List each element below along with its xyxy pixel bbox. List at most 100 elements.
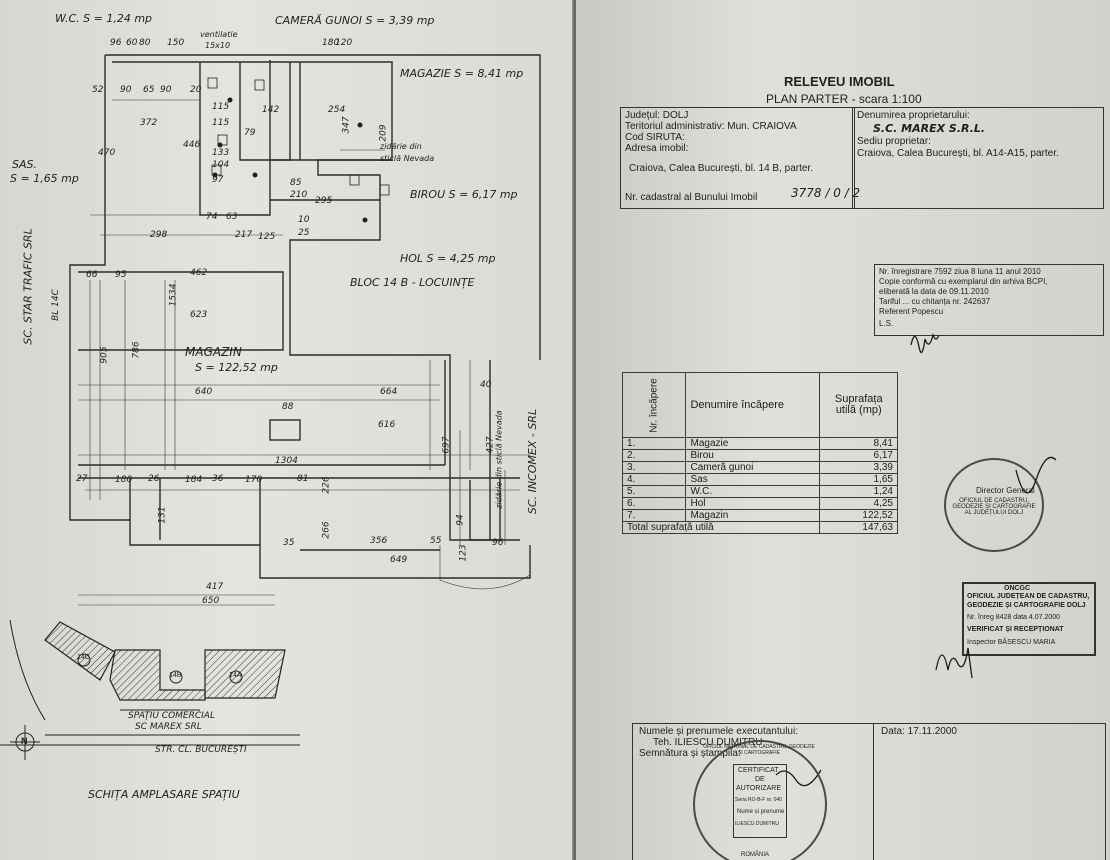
- birou-label: BIROU S = 6,17 mp: [410, 188, 518, 201]
- room-area: 8,41: [819, 437, 898, 450]
- dim: 786: [131, 341, 142, 359]
- room-nr: 6.: [621, 497, 687, 510]
- magazin-area-label: S = 122,52 mp: [195, 361, 278, 374]
- col-area-header: Suprafața utilă (mp): [819, 372, 898, 438]
- dim: 26: [148, 474, 160, 484]
- dim: 90: [120, 85, 132, 95]
- dim: 616: [378, 420, 396, 430]
- dim: 254: [328, 105, 346, 115]
- cadastral-value: 3778 / 0 / 2: [791, 186, 861, 200]
- oncgc-l5: VERIFICAT ȘI RECEPȚIONAT: [967, 626, 1064, 633]
- room-name: W.C.: [685, 485, 821, 498]
- executant-name: Teh. ILIESCU DUMITRU: [653, 737, 763, 748]
- property-info-box: Județul: DOLJ Teritoriul administrativ: …: [620, 107, 860, 209]
- room-name: Hol: [685, 497, 821, 510]
- dim: 180: [322, 38, 340, 48]
- dim: 142: [262, 105, 280, 115]
- street-label: STR. CL. BUCUREȘTI: [155, 745, 247, 755]
- oncgc-l4: Nr. înreg 8428 data 4.07.2000: [967, 614, 1061, 621]
- sas-label-1: SAS.: [12, 158, 37, 171]
- marex-label: SC MAREX SRL: [135, 722, 202, 732]
- dim: 217: [235, 230, 253, 240]
- dim: 664: [380, 387, 398, 397]
- dim: 25: [298, 228, 310, 238]
- dim: 295: [315, 196, 333, 206]
- dim: 79: [244, 128, 256, 138]
- bloc-label: BLOC 14 B - LOCUINȚE: [350, 276, 475, 289]
- owner-box: Denumirea proprietarului: S.C. MAREX S.R…: [852, 107, 1104, 209]
- block-14c: 14C: [77, 654, 90, 661]
- round-stamp-center: Director General: [976, 486, 1035, 495]
- dim: 97: [212, 175, 224, 185]
- cert-ring: OFICIUL NAȚIONAL DE CADASTRU, GEODEZIE Ș…: [703, 744, 815, 756]
- dim: 52: [92, 85, 104, 95]
- dim: 88: [282, 402, 294, 412]
- page-fold: [572, 0, 578, 860]
- ventilatie-label: ventilatie: [200, 30, 238, 39]
- room-nr: 3.: [621, 461, 687, 474]
- oncgc-l1: ONCGC: [1004, 585, 1031, 592]
- room-area: 6,17: [819, 449, 898, 462]
- registry-line2: Copie conformă cu exemplarul din arhiva …: [879, 277, 1048, 286]
- dim: 120: [335, 38, 353, 48]
- dim: 650: [202, 596, 220, 606]
- dim: 95: [115, 270, 127, 280]
- dim: 649: [390, 555, 408, 565]
- magazie-label: MAGAZIE S = 8,41 mp: [400, 67, 524, 80]
- dim: 697: [441, 436, 452, 454]
- dim: 85: [290, 178, 302, 188]
- cert-l1: CERTIFICAT: [738, 767, 779, 774]
- report-page: RELEVEU IMOBIL PLAN PARTER - scara 1:100…: [576, 0, 1110, 860]
- dim: 74: [206, 212, 218, 222]
- adresa-label: Adresa imobil:: [625, 143, 689, 154]
- dim: 446: [183, 140, 201, 150]
- dim: 125: [258, 232, 276, 242]
- dim: 298: [150, 230, 168, 240]
- dim: 372: [140, 118, 158, 128]
- dim: 150: [167, 38, 185, 48]
- col-nr-header: Nr. încăpere: [621, 372, 687, 438]
- dim: 226: [321, 476, 332, 494]
- bl14c-label: BL 14C: [50, 289, 61, 321]
- registry-line1: Nr. înregistrare 7592 ziua 8 luna 11 anu…: [879, 267, 1041, 276]
- cert-l2: DE: [755, 776, 765, 783]
- room-area: 4,25: [819, 497, 898, 510]
- dim: 470: [98, 148, 116, 158]
- room-nr: 7.: [621, 509, 687, 522]
- dim: 20: [190, 85, 202, 95]
- report-subtitle: PLAN PARTER - scara 1:100: [766, 92, 922, 106]
- dim: 36: [212, 474, 224, 484]
- dim: 1304: [275, 456, 298, 466]
- oncgc-l6: Inspector BĂSESCU MARIA: [967, 639, 1056, 646]
- dim: 115: [212, 118, 230, 128]
- sticla-label-2: sticlă Nevada: [380, 154, 435, 163]
- dim: 40: [480, 380, 492, 390]
- ventilatie-dim: 15x10: [205, 41, 231, 50]
- cert-l4: Seria RO-B-F nr. 040: [735, 797, 782, 803]
- round-stamp-text: OFICIUL DE CADASTRU, GEODEZIE ȘI CARTOGR…: [952, 498, 1036, 516]
- executant-box: Numele și prenumele executantului: Teh. …: [632, 723, 1106, 860]
- nevada-label: zidărie din sticlă Nevada: [494, 410, 504, 509]
- sas-label-2: S = 1,65 mp: [10, 172, 79, 185]
- dim: 184: [185, 475, 203, 485]
- spatiu-comercial-label: SPAȚIU COMERCIAL: [128, 711, 215, 721]
- oncgc-l3: GEODEZIE ȘI CARTOGRAFIE DOLJ: [967, 602, 1086, 609]
- dim: 623: [190, 310, 208, 320]
- oncgc-stamp: ONCGC OFICIUL JUDEȚEAN DE CADASTRU, GEOD…: [962, 582, 1096, 656]
- room-name: Magazin: [685, 509, 821, 522]
- date: Data: 17.11.2000: [881, 726, 957, 737]
- floor-plan-page: W.C. S = 1,24 mp CAMERĂ GUNOI S = 3,39 m…: [0, 0, 574, 860]
- dim: 427: [485, 436, 496, 454]
- dim: 209: [378, 124, 389, 142]
- registry-line5: Referent Popescu: [879, 307, 944, 316]
- floor-plan-drawing: [0, 54, 541, 760]
- dim: 94: [455, 514, 466, 526]
- owner-name: S.C. MAREX S.R.L.: [873, 122, 986, 135]
- dim: 60: [126, 38, 138, 48]
- dim: 81: [297, 474, 309, 484]
- report-title: RELEVEU IMOBIL: [784, 74, 895, 89]
